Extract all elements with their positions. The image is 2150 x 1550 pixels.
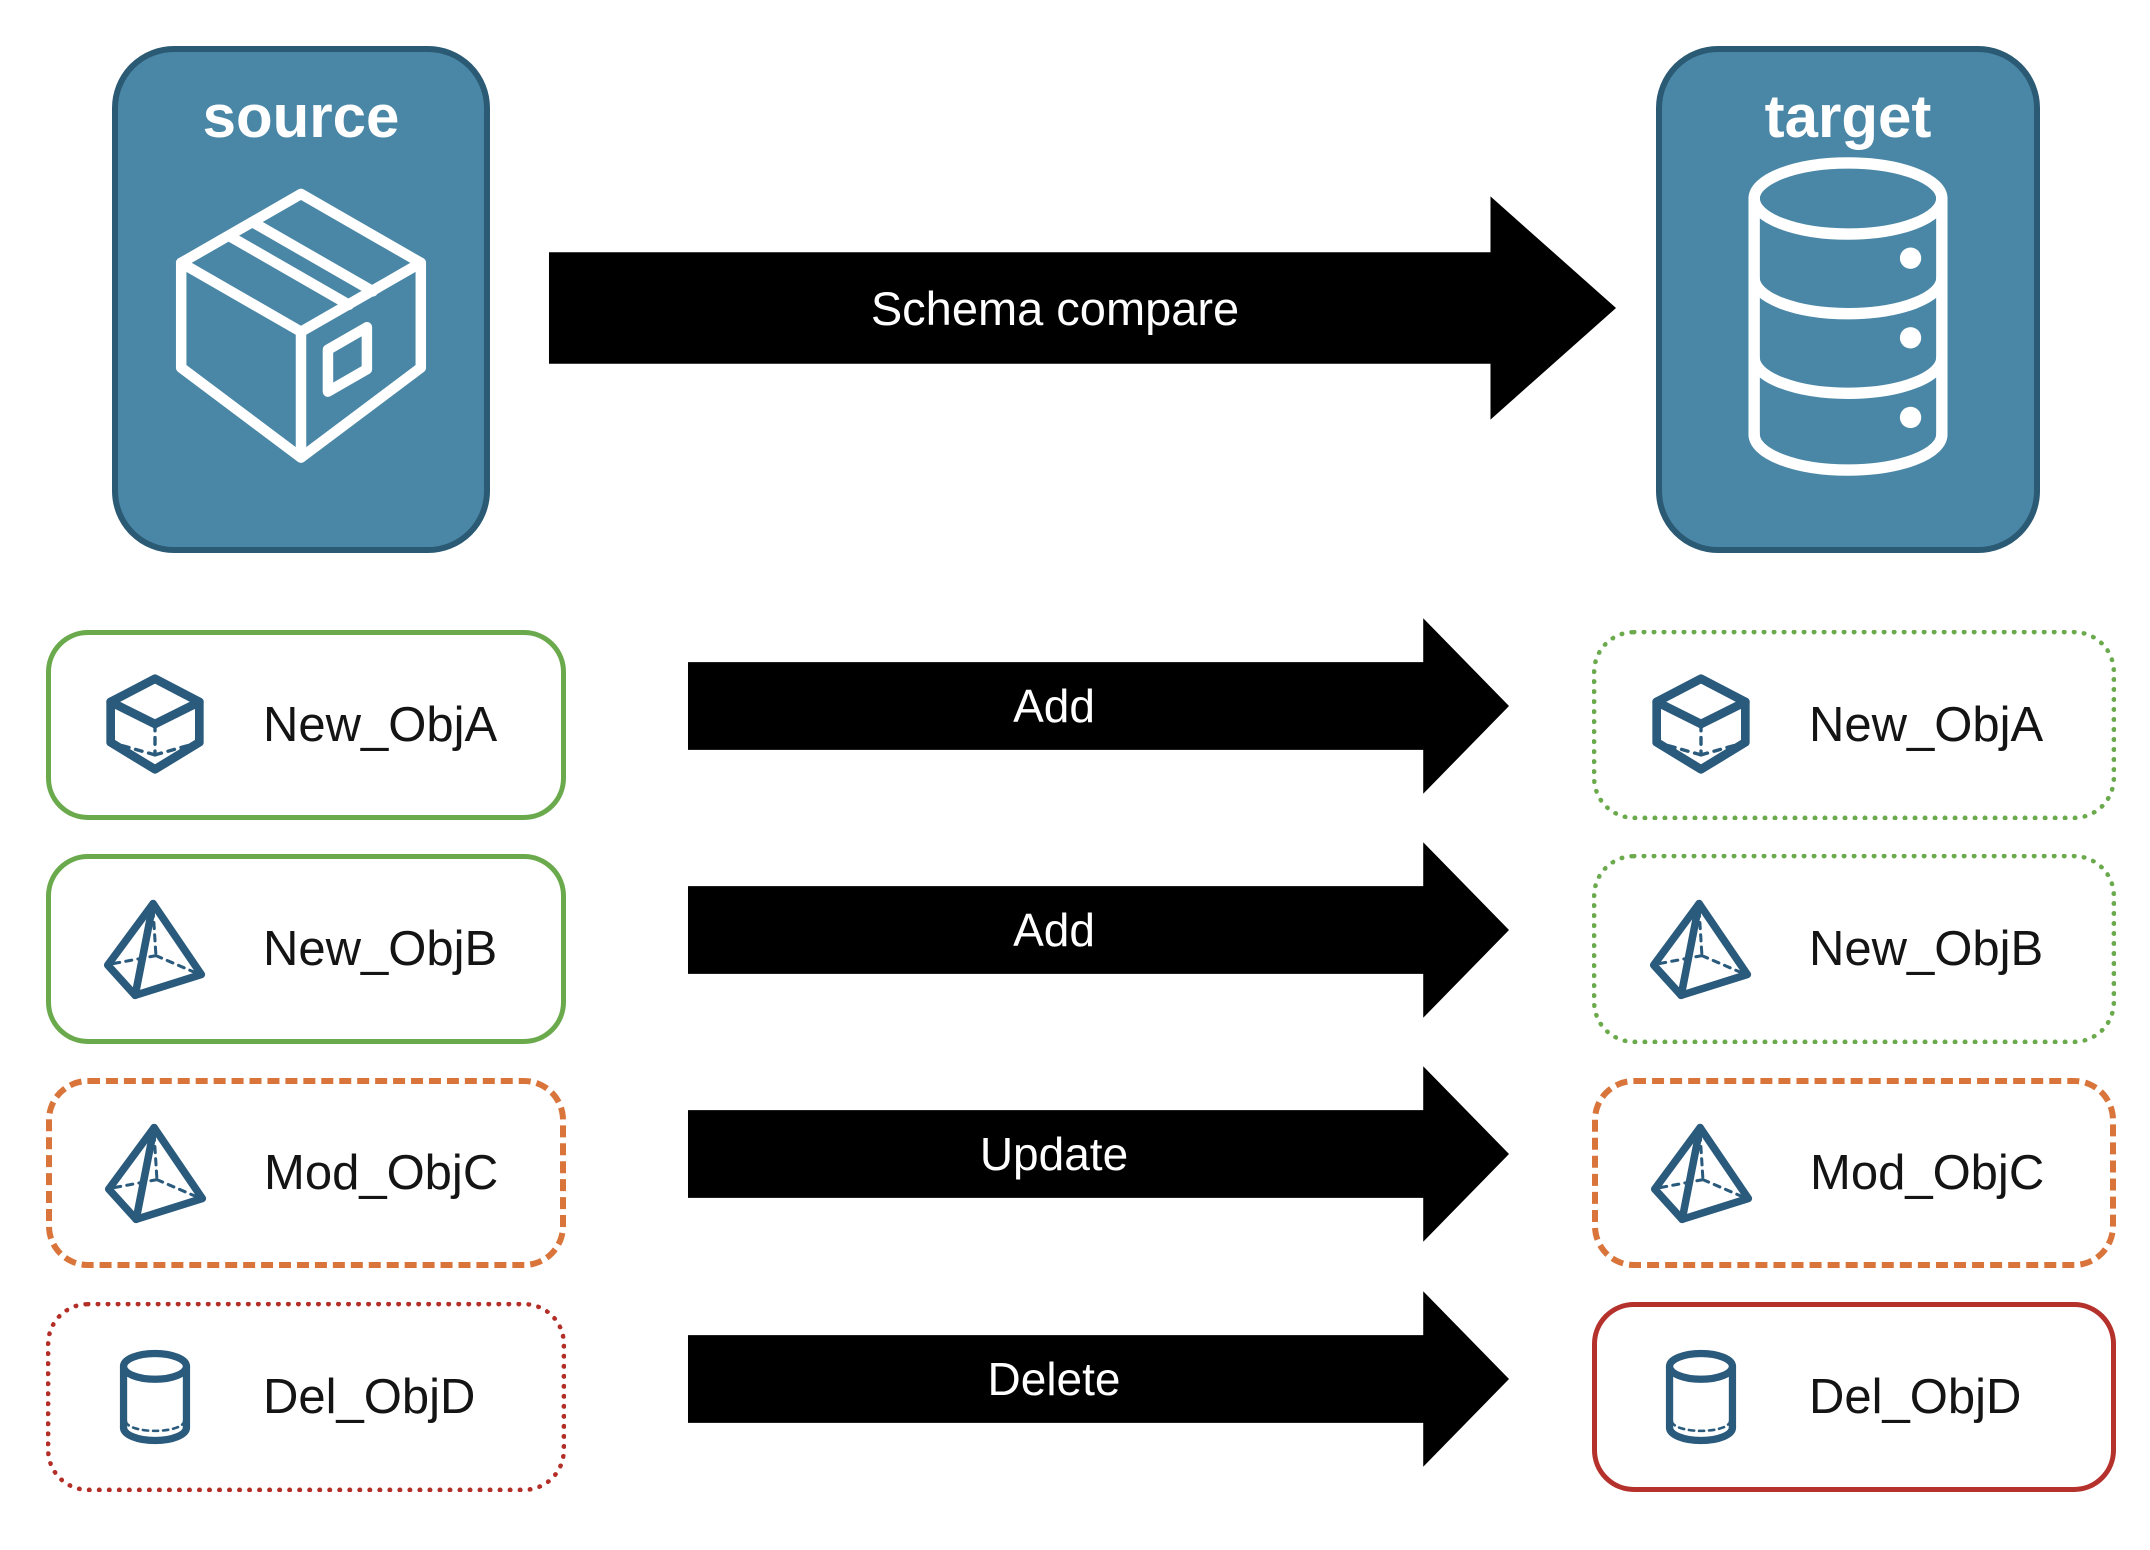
object-label: New_ObjB bbox=[263, 922, 498, 976]
schema-compare-label: Schema compare bbox=[870, 281, 1240, 335]
target-object-new-objb: New_ObjB bbox=[1592, 854, 2116, 1044]
icon-slot bbox=[99, 897, 211, 1001]
source-title: source bbox=[202, 83, 400, 150]
icon-slot bbox=[99, 672, 211, 778]
database-icon bbox=[1734, 153, 1962, 480]
object-label: Mod_ObjC bbox=[1810, 1146, 2045, 1200]
pyramid-icon bbox=[101, 1121, 211, 1225]
object-label: New_ObjB bbox=[1809, 922, 2044, 976]
pyramid-icon bbox=[1647, 1121, 1757, 1225]
object-label: Del_ObjD bbox=[1809, 1370, 2022, 1424]
source-object-del-objd: Del_ObjD bbox=[46, 1302, 566, 1492]
object-label: New_ObjA bbox=[263, 698, 498, 752]
add-arrow-row1: Add bbox=[684, 613, 1514, 799]
cylinder-icon bbox=[114, 1347, 196, 1447]
object-label: New_ObjA bbox=[1809, 698, 2044, 752]
icon-slot bbox=[1645, 672, 1757, 778]
source-panel: source bbox=[112, 46, 490, 553]
add-label: Add bbox=[1013, 904, 1095, 956]
object-label: Mod_ObjC bbox=[264, 1146, 499, 1200]
cylinder-icon bbox=[1660, 1347, 1742, 1447]
cube-icon bbox=[102, 672, 208, 778]
update-arrow-row3: Update bbox=[684, 1061, 1514, 1247]
package-icon bbox=[151, 173, 451, 480]
add-label: Add bbox=[1013, 680, 1095, 732]
pyramid-icon bbox=[1646, 897, 1756, 1001]
source-object-new-obja: New_ObjA bbox=[46, 630, 566, 820]
delete-label: Delete bbox=[987, 1353, 1121, 1405]
icon-slot bbox=[1645, 1347, 1757, 1447]
icon-slot bbox=[99, 1347, 211, 1447]
object-label: Del_ObjD bbox=[263, 1370, 476, 1424]
target-object-del-objd: Del_ObjD bbox=[1592, 1302, 2116, 1492]
target-panel: target bbox=[1656, 46, 2040, 553]
icon-slot bbox=[1645, 897, 1757, 1001]
delete-arrow-row4: Delete bbox=[684, 1286, 1514, 1472]
schema-compare-arrow: Schema compare bbox=[545, 188, 1621, 428]
pyramid-icon bbox=[100, 897, 210, 1001]
icon-slot bbox=[100, 1121, 212, 1225]
add-arrow-row2: Add bbox=[684, 837, 1514, 1023]
update-label: Update bbox=[979, 1128, 1129, 1180]
cube-icon bbox=[1648, 672, 1754, 778]
source-object-new-objb: New_ObjB bbox=[46, 854, 566, 1044]
target-object-mod-objc: Mod_ObjC bbox=[1592, 1078, 2116, 1268]
source-object-mod-objc: Mod_ObjC bbox=[46, 1078, 566, 1268]
target-title: target bbox=[1764, 83, 1932, 150]
target-object-new-obja: New_ObjA bbox=[1592, 630, 2116, 820]
icon-slot bbox=[1646, 1121, 1758, 1225]
